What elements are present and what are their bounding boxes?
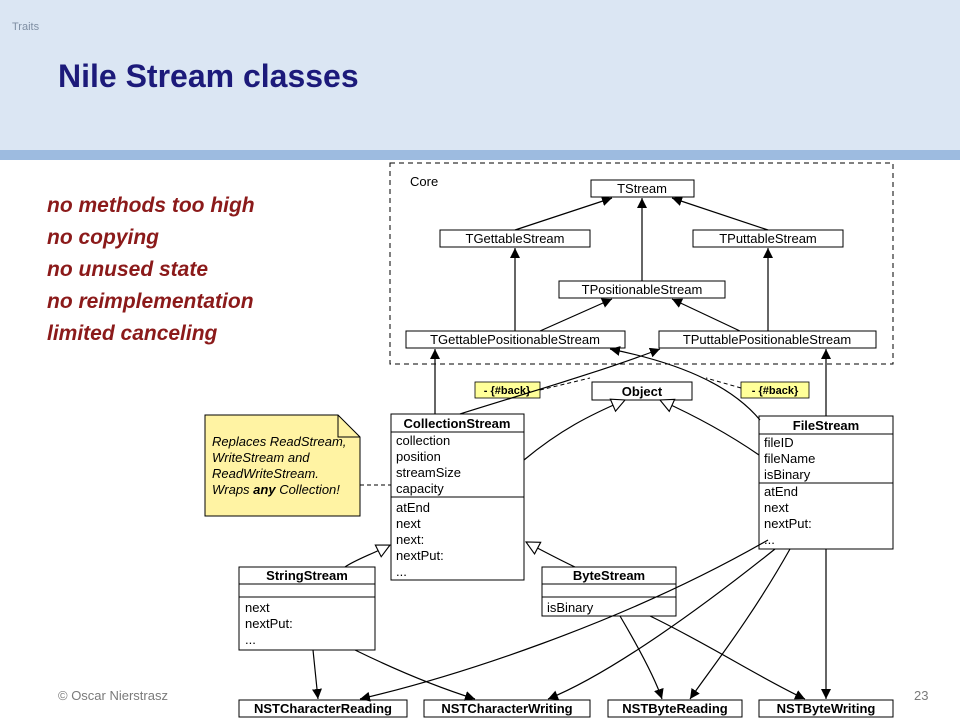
attribute: capacity [396, 481, 444, 496]
trait-tputtablestream-label: TPuttableStream [719, 231, 817, 246]
page-number: 23 [914, 688, 929, 703]
trait-tputtablepositionablestream: TPuttablePositionableStream [658, 330, 877, 349]
trait-tgettablestream-label: TGettableStream [466, 231, 565, 246]
method: nextPut: [245, 616, 293, 631]
class-stringstream-name: StringStream [266, 568, 348, 583]
note-line: Wraps any Collection! [212, 482, 340, 497]
bullet-item: no unused state [47, 258, 209, 281]
exclusion-label-right: - {#back} [740, 381, 810, 399]
trait-nstbytewriting-label: NSTByteWriting [777, 701, 876, 716]
core-trait-arrows [510, 196, 773, 332]
bullet-item: no methods too high [47, 194, 255, 217]
trait-nstbytereading-label: NSTByteReading [622, 701, 728, 716]
uses-arrow [619, 615, 664, 700]
bullet-item: no copying [47, 226, 159, 249]
trait-nstbytereading: NSTByteReading [607, 699, 743, 718]
class-collectionstream-name: CollectionStream [404, 416, 511, 431]
class-collectionstream: CollectionStream collection position str… [390, 413, 525, 581]
uses-arrow [649, 615, 806, 700]
exclusion-left-text: - {#back} [484, 385, 531, 397]
method: ... [396, 564, 407, 579]
inherits-arrow [344, 545, 390, 568]
exclusion-right-link [705, 377, 742, 389]
trait-tgettablepositionablestream-label: TGettablePositionableStream [430, 332, 600, 347]
trait-tpositionablestream: TPositionableStream [558, 280, 726, 299]
relationship-lines [312, 346, 831, 702]
method: next [764, 500, 789, 515]
class-filestream-name: FileStream [793, 418, 859, 433]
trait-nstcharacterreading-label: NSTCharacterReading [254, 701, 392, 716]
inherits-arrow [526, 542, 576, 568]
exclusion-left-link [539, 377, 591, 391]
uses-arrow [547, 548, 776, 700]
method: nextPut: [396, 548, 444, 563]
attribute: fileID [764, 435, 794, 450]
trait-nstcharacterwriting: NSTCharacterWriting [423, 699, 591, 718]
exclusion-right-text: - {#back} [752, 385, 799, 397]
class-object-label: Object [622, 384, 663, 399]
trait-tstream-label: TStream [617, 181, 667, 196]
core-package-frame [389, 162, 894, 365]
attribute: position [396, 449, 441, 464]
trait-tputtablepositionablestream-label: TPuttablePositionableStream [683, 332, 851, 347]
uses-arrow [671, 298, 741, 332]
class-bytestream-name: ByteStream [573, 568, 645, 583]
bullet-item: limited canceling [47, 322, 218, 345]
note-line: ReadWriteStream. [212, 466, 319, 481]
attribute: streamSize [396, 465, 461, 480]
trait-tstream: TStream [590, 179, 695, 198]
uses-arrow [359, 539, 769, 702]
class-filestream: FileStream fileID fileName isBinary atEn… [758, 415, 894, 550]
method: next: [396, 532, 424, 547]
slide-title: Nile Stream classes [58, 58, 359, 94]
trait-tgettablepositionablestream: TGettablePositionableStream [405, 330, 626, 349]
trait-nstcharacterwriting-label: NSTCharacterWriting [441, 701, 572, 716]
trait-tgettablestream: TGettableStream [439, 229, 591, 248]
trait-tpositionablestream-label: TPositionableStream [582, 282, 703, 297]
uses-arrow [354, 649, 476, 701]
uses-arrow [671, 196, 769, 231]
method: nextPut: [764, 516, 812, 531]
attribute: isBinary [764, 467, 811, 482]
note-line: Replaces ReadStream, [212, 434, 346, 449]
uses-arrow [514, 196, 613, 231]
method: atEnd [396, 500, 430, 515]
inherits-arrow [660, 400, 760, 456]
trait-nstbytewriting: NSTByteWriting [758, 699, 894, 718]
attribute: fileName [764, 451, 815, 466]
trait-nstcharacterreading: NSTCharacterReading [238, 699, 408, 718]
uses-arrow [539, 298, 613, 332]
core-package-label: Core [410, 174, 438, 189]
uses-arrow [459, 347, 661, 415]
class-stringstream: StringStream next nextPut: ... [238, 566, 376, 651]
method: atEnd [764, 484, 798, 499]
method: ... [245, 632, 256, 647]
title-banner [0, 0, 960, 150]
inherits-arrow [523, 400, 625, 461]
attribute: isBinary [547, 600, 594, 615]
method: ... [764, 532, 775, 547]
bullet-list: no methods too high no copying no unused… [47, 190, 255, 350]
note-line: WriteStream and [212, 450, 310, 465]
footer-author: © Oscar Nierstrasz [58, 688, 168, 703]
trait-tputtablestream: TPuttableStream [692, 229, 844, 248]
bullet-item: no reimplementation [47, 290, 254, 313]
uses-arrow [689, 548, 791, 700]
exclusion-label-left: - {#back} [474, 381, 541, 399]
attribute: collection [396, 433, 450, 448]
class-object: Object [591, 381, 693, 401]
class-bytestream: ByteStream isBinary [541, 566, 677, 617]
method: next [245, 600, 270, 615]
title-banner-bar [0, 150, 960, 160]
uses-arrow [609, 346, 761, 421]
uses-arrow [312, 649, 322, 700]
note-box: Replaces ReadStream, WriteStream and Rea… [204, 414, 361, 517]
section-label: Traits [12, 21, 40, 33]
method: next [396, 516, 421, 531]
